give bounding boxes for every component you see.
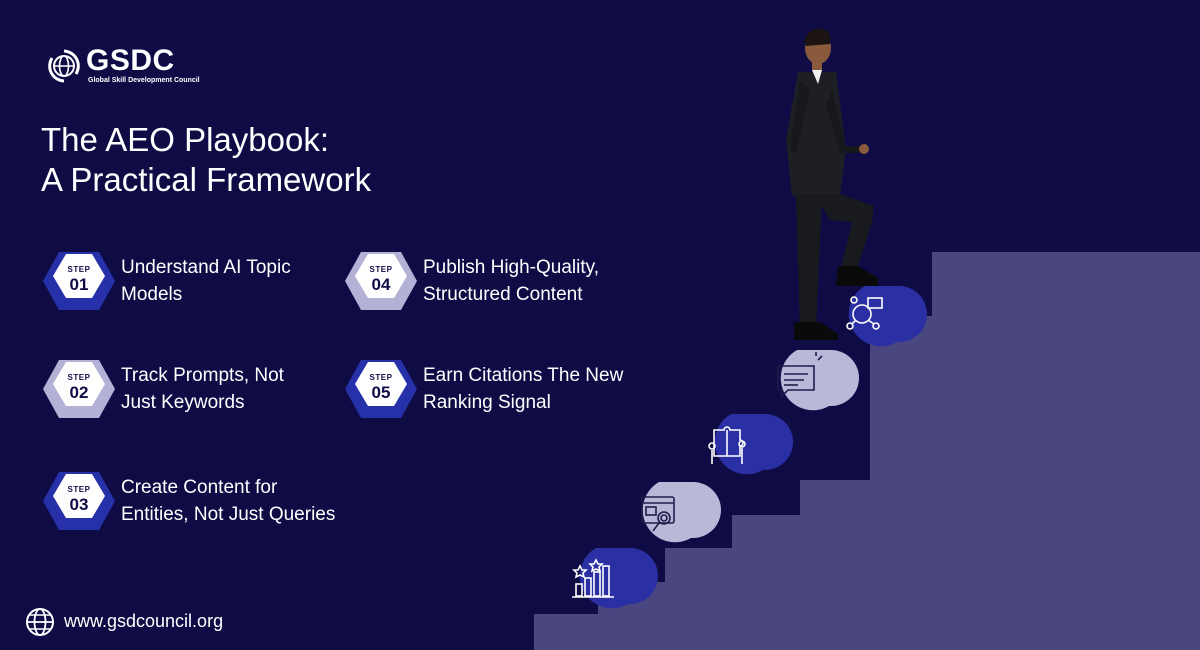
step-text-line-1: Track Prompts, Not [121,365,284,386]
step-text-line-1: Publish High-Quality, [423,257,600,278]
step-02: STEP 02 Track Prompts, Not Just Keywords [41,358,341,420]
hexagon-badge-icon [43,360,115,418]
step-text: Create Content for Entities, Not Just Qu… [121,474,381,528]
step-label: STEP [369,373,393,382]
businessman-figure [786,28,878,340]
step-text-line-1: Earn Citations The New [423,365,624,386]
chat-bubble-icon [777,352,823,398]
step-badge: STEP 05 [343,358,419,420]
rating-chart-icon [572,558,614,598]
step-03: STEP 03 Create Content for Entities, Not… [41,470,341,532]
step-text-line-1: Create Content for [121,477,278,498]
logo-brand: GSDC [86,44,175,77]
step-label: STEP [67,373,91,382]
hexagon-badge-icon [43,252,115,310]
hexagon-badge-icon [43,472,115,530]
gsdc-logo[interactable]: GSDC Global Skill Development Council [44,44,200,88]
globe-icon [26,608,54,636]
step-bubble-3 [714,414,793,475]
step-number: 04 [371,275,391,294]
step-text-line-2: Just Keywords [121,392,245,413]
step-05: STEP 05 Earn Citations The New Ranking S… [343,358,643,420]
step-text-line-1: Understand AI Topic [121,257,291,278]
step-number: 02 [69,383,89,402]
step-label: STEP [67,265,91,274]
ai-network-icon [846,296,883,330]
step-number: 05 [371,383,391,402]
step-01: STEP 01 Understand AI Topic Models [41,250,341,312]
hexagon-badge-icon [345,252,417,310]
step-badge: STEP 02 [41,358,117,420]
step-text: Track Prompts, Not Just Keywords [121,362,381,416]
step-text: Earn Citations The New Ranking Signal [423,362,683,416]
step-badge: STEP 04 [343,250,419,312]
website-link[interactable]: www.gsdcouncil.org [64,611,224,631]
step-text-line-2: Entities, Not Just Queries [121,504,336,525]
step-text: Understand AI Topic Models [121,254,381,308]
step-badge: STEP 03 [41,470,117,532]
step-text-line-2: Ranking Signal [423,392,551,413]
step-bubble-2 [642,482,721,543]
step-label: STEP [369,265,393,274]
step-text-line-2: Structured Content [423,284,583,305]
step-badge: STEP 01 [41,250,117,312]
puzzle-team-icon [708,426,746,464]
title-line-1: The AEO Playbook: [41,121,329,158]
page-title: The AEO Playbook: A Practical Framework [41,120,541,200]
step-number: 03 [69,495,89,514]
logo-tagline: Global Skill Development Council [88,77,200,84]
staircase-shape [534,252,1200,650]
step-text: Publish High-Quality, Structured Content [423,254,683,308]
title-line-2: A Practical Framework [41,161,372,198]
globe-swirl-icon [48,49,80,83]
step-04: STEP 04 Publish High-Quality, Structured… [343,250,643,312]
step-text-line-2: Models [121,284,183,305]
step-bubble-4 [780,350,859,411]
step-number: 01 [69,275,89,294]
web-search-icon [641,496,675,532]
step-label: STEP [67,485,91,494]
hexagon-badge-icon [345,360,417,418]
